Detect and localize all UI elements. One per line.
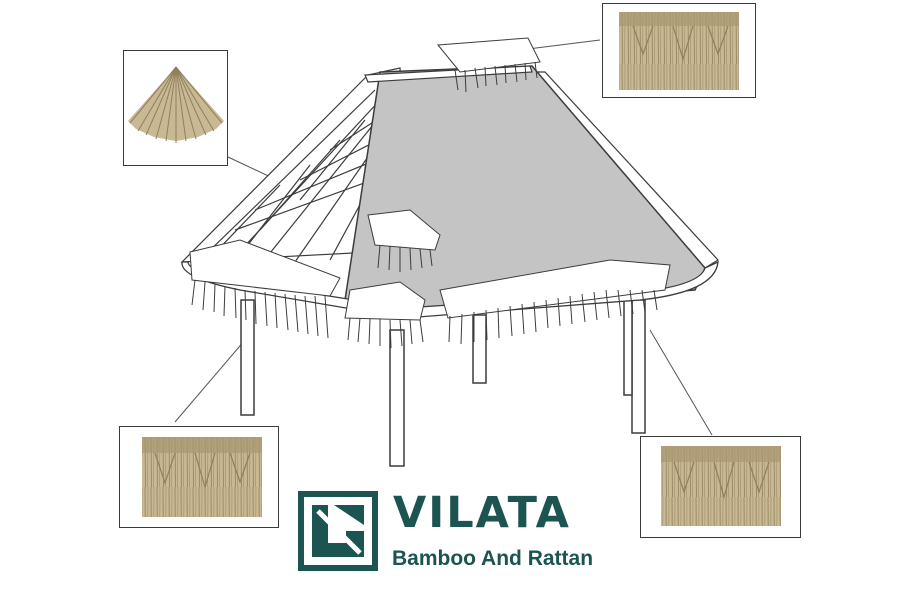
thatch-panel-left-front	[189, 239, 341, 297]
thatch-ridge-fringe	[454, 61, 538, 93]
inset-thatch-cone-cap	[123, 50, 228, 166]
brand-name: VILATA	[393, 488, 571, 538]
thatch-fringe-left-front	[191, 279, 329, 339]
brand-tagline: Bamboo And Rattan	[392, 547, 594, 570]
post-front-left	[240, 299, 255, 416]
post-front-center	[389, 329, 405, 467]
thatch-panel-right-front	[439, 259, 671, 319]
post-right-back	[623, 299, 633, 396]
leader-line-bottom-left	[174, 339, 246, 423]
gazebo-posts	[240, 299, 646, 467]
thatch-panel-inner	[367, 209, 441, 251]
thatch-fringe-rows	[189, 37, 671, 349]
thatch-sheet-icon	[619, 12, 739, 90]
leader-line-bottom-right	[649, 329, 713, 436]
inset-thatch-sheet-bottom-left	[119, 426, 279, 528]
thatch-sheet-icon	[142, 437, 262, 517]
post-right	[631, 299, 646, 434]
thatch-cone-cap-icon	[128, 66, 224, 143]
inset-thatch-sheet-bottom-right	[640, 436, 801, 538]
inset-thatch-sheet-top-right	[602, 3, 756, 98]
thatch-sheet-icon	[661, 446, 781, 526]
vilata-logo-mark-icon	[298, 491, 378, 571]
post-back-center	[472, 314, 487, 384]
thatch-panel-center	[344, 281, 426, 321]
thatch-fringe-right-front	[448, 289, 658, 345]
thatch-fringe-center	[347, 317, 424, 349]
thatch-ridge-cap	[437, 37, 541, 73]
thatch-fringe-inner	[377, 244, 433, 272]
